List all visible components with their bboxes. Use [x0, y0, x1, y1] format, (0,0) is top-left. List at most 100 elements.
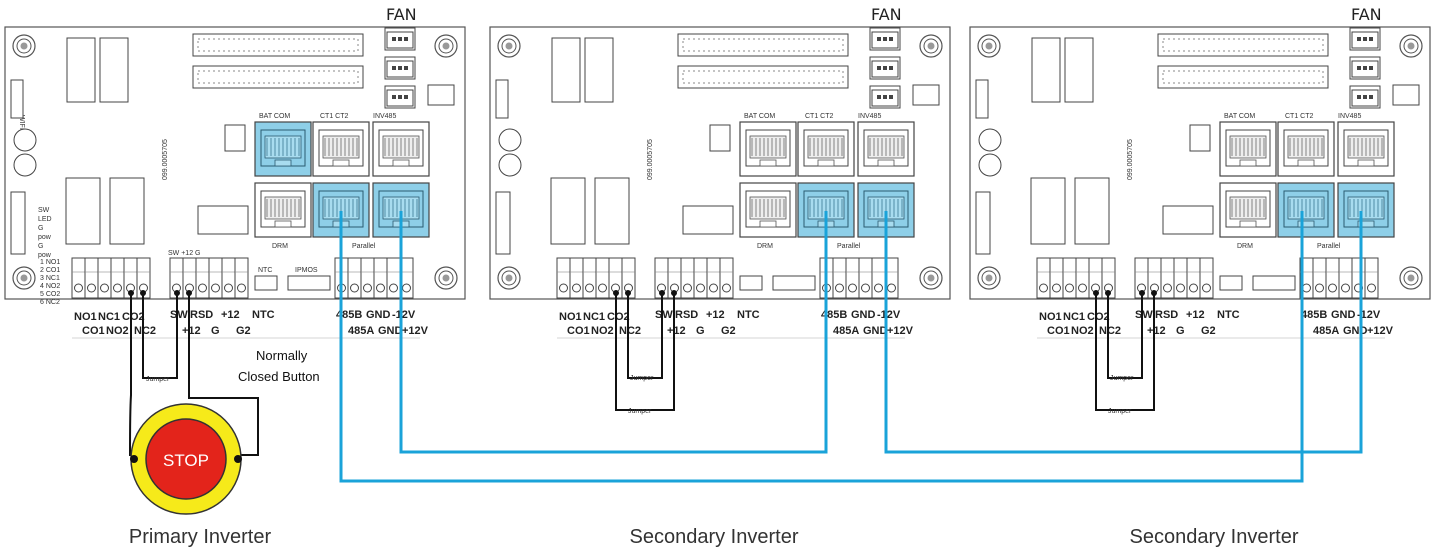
rsd-pin-label: G	[38, 243, 43, 250]
term-nc1: NC1	[1063, 311, 1085, 323]
rsd-pin-label: SW	[38, 207, 50, 214]
jumper-wiring-secondary-2	[1093, 290, 1157, 411]
term-plus12v: +12V	[1367, 325, 1394, 337]
drm-label: DRM	[272, 243, 288, 250]
term-no1: NO1	[1039, 311, 1062, 323]
ipmos-label: IPMOS	[295, 267, 318, 274]
term-minus12v: -12V	[1357, 309, 1381, 321]
term-plus12: +12	[706, 309, 725, 321]
bat-com-label: BAT COM	[259, 113, 290, 120]
term-rsd: RSD	[1155, 309, 1178, 321]
rsd-pin-label: pow	[38, 234, 52, 241]
stop-button[interactable]: STOP	[130, 403, 242, 515]
fan-label: FAN	[871, 5, 902, 24]
parallel-cable-inner-2	[884, 211, 1363, 454]
term-gnd: GND	[851, 309, 876, 321]
relay-pin-label: 4 NO2	[40, 283, 60, 290]
term-co2: CO2	[122, 311, 145, 323]
term-485a: 485A	[1313, 325, 1339, 337]
stop-label: STOP	[163, 451, 209, 470]
ct-label: CT1 CT2	[805, 113, 834, 120]
jumper-label: Jumper	[146, 376, 170, 383]
parallel-label: Parallel	[352, 243, 376, 250]
ntc-label: NTC	[1217, 309, 1240, 321]
term-nc2: NC2	[1099, 325, 1121, 337]
jumper-label: Jumper	[1110, 375, 1134, 382]
term-sw: SW	[1135, 309, 1153, 321]
jumper-label: Jumper	[630, 375, 654, 382]
parallel-label: Parallel	[837, 243, 861, 250]
jumper-wiring-primary	[128, 290, 259, 456]
term-minus12v: -12V	[877, 309, 901, 321]
parallel-cable-inner-1	[399, 211, 828, 454]
term-g2: G2	[236, 325, 251, 337]
term-co2: CO2	[1087, 311, 1110, 323]
term-co1: CO1	[82, 325, 105, 337]
bat-com-label: BAT COM	[744, 113, 775, 120]
serial-number: 099.0005705	[162, 139, 169, 180]
ntc-label: NTC	[737, 309, 760, 321]
term-485a: 485A	[348, 325, 374, 337]
parallel-cables	[339, 211, 1363, 483]
term-no2: NO2	[591, 325, 614, 337]
term-plus12: +12	[1186, 309, 1205, 321]
term-minus12v: -12V	[392, 309, 416, 321]
term-sw: SW	[655, 309, 673, 321]
inverter-board-secondary-2: FAN 099.0005705 BAT COM CT1 CT2 INV485 D…	[969, 5, 1431, 339]
term-485b: 485B	[336, 309, 362, 321]
rsd-pin-label: LED	[38, 216, 52, 223]
ct-label: CT1 CT2	[1285, 113, 1314, 120]
inv485-label: INV485	[858, 113, 881, 120]
bat-com-label: BAT COM	[1224, 113, 1255, 120]
button-note-line2: Closed Button	[238, 369, 320, 384]
drm-label: DRM	[757, 243, 773, 250]
drm-label: DRM	[1237, 243, 1253, 250]
relay-pin-label: 2 CO1	[40, 267, 60, 274]
term-nc1: NC1	[98, 311, 120, 323]
rsd-pin-label: pow	[38, 252, 52, 259]
ct-label: CT1 CT2	[320, 113, 349, 120]
term-plus12: +12	[221, 309, 240, 321]
fan-label: FAN	[1351, 5, 1382, 24]
term-plus12-b: +12	[667, 325, 686, 337]
caption-secondary-2: Secondary Inverter	[1130, 526, 1299, 548]
term-no2: NO2	[106, 325, 129, 337]
term-no1: NO1	[74, 311, 97, 323]
relay-pin-label: 5 CO2	[40, 291, 60, 298]
term-nc2: NC2	[134, 325, 156, 337]
serial-number: 099.0005705	[1127, 139, 1134, 180]
term-sw: SW	[170, 309, 188, 321]
term-co1: CO1	[567, 325, 590, 337]
jumper-label: Jumper	[628, 408, 652, 415]
inv485-label: INV485	[1338, 113, 1361, 120]
serial-number: 099.0005705	[647, 139, 654, 180]
rsd-pin-label: G	[38, 225, 43, 232]
term-g: G	[696, 325, 705, 337]
ntc-label: NTC	[252, 309, 275, 321]
jumper-label: Jumper	[1108, 408, 1132, 415]
relay-pin-label: 1 NO1	[40, 259, 60, 266]
inv485-label: INV485	[373, 113, 396, 120]
inverter-board-primary: FAN WIFI SW LED G pow G pow 099.0005705 …	[4, 5, 466, 339]
jumper-wiring-secondary-1	[613, 290, 677, 411]
term-gnd-b: GND	[378, 325, 403, 337]
button-note-line1: Normally	[256, 348, 308, 363]
relay-pin-label: 6 NC2	[40, 299, 60, 306]
term-485b: 485B	[821, 309, 847, 321]
term-gnd: GND	[366, 309, 391, 321]
term-co2: CO2	[607, 311, 630, 323]
parallel-cable-outer	[339, 211, 1304, 483]
term-plus12v: +12V	[887, 325, 914, 337]
caption-secondary-1: Secondary Inverter	[630, 526, 799, 548]
term-gnd: GND	[1331, 309, 1356, 321]
term-gnd-b: GND	[863, 325, 888, 337]
inverter-board-secondary-1: FAN 099.0005705 BAT COM CT1 CT2 INV485 D…	[489, 5, 951, 339]
term-485a: 485A	[833, 325, 859, 337]
ntc-connector-label: NTC	[258, 267, 272, 274]
term-no1: NO1	[559, 311, 582, 323]
wifi-label: WIFI	[18, 115, 25, 130]
term-plus12-b: +12	[182, 325, 201, 337]
term-g2: G2	[721, 325, 736, 337]
term-g2: G2	[1201, 325, 1216, 337]
